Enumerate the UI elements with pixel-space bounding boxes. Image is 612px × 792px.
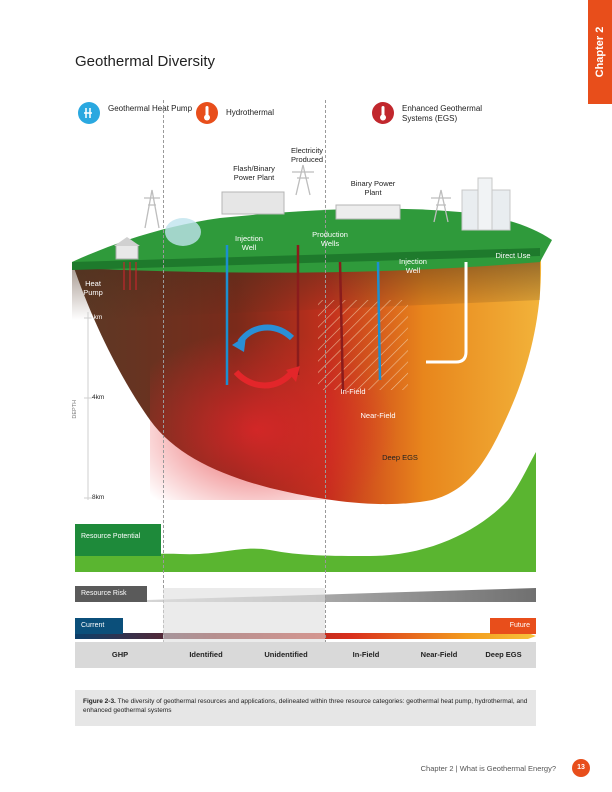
city-tower <box>477 177 493 231</box>
resource-category-row: GHP Identified Unidentified In-Field Nea… <box>75 642 536 668</box>
resource-risk-label: Resource Risk <box>75 586 147 602</box>
category-label: Geothermal Heat Pump <box>108 104 193 113</box>
pylon <box>144 189 160 229</box>
pylon <box>292 164 314 196</box>
house <box>115 244 139 260</box>
resource-category: Near-Field <box>420 650 458 659</box>
heat-pump-loop <box>123 262 137 290</box>
house-roof <box>114 237 140 246</box>
resource-category: Identified <box>189 650 223 659</box>
label-deep-egs: Deep EGS <box>382 453 418 462</box>
horizontal-egs-well <box>426 262 468 364</box>
circulation-arrow-red <box>233 369 295 389</box>
label-injection-well: Injection Well <box>235 234 263 252</box>
divider-hydrothermal-egs <box>325 100 326 668</box>
resource-category: Unidentified <box>264 650 308 659</box>
depth-axis-label: DEPTH <box>71 399 78 419</box>
resource-potential-area <box>75 452 536 572</box>
divider-ghp-hydrothermal <box>163 100 164 668</box>
resource-potential-label: Resource Potential <box>81 533 141 540</box>
label-near-field: Near-Field <box>360 411 396 420</box>
binary-plant <box>335 204 401 220</box>
heat-pump-icon <box>78 102 100 124</box>
label-hot-spring: Hot Spring <box>177 198 199 216</box>
depth-tick-label: 1km <box>90 314 103 321</box>
resource-category: GHP <box>111 650 129 659</box>
injection-well <box>376 261 382 381</box>
arrow-head-blue <box>232 336 246 352</box>
label-production-wells: Production Wells <box>312 230 348 248</box>
label-direct-use: Direct Use <box>495 251 531 260</box>
category-label: Enhanced Geothermal Systems (EGS) <box>402 104 483 123</box>
thermometer-icon <box>372 102 394 124</box>
resource-potential-band <box>75 524 161 556</box>
pylon <box>431 189 451 223</box>
depth-tick-label: 8km <box>92 494 105 501</box>
label-heat-pump: Heat Pump <box>83 279 103 297</box>
page-number: 13 <box>572 759 590 777</box>
caption-text: The diversity of geothermal resources an… <box>83 698 528 714</box>
hydrothermal-shade <box>163 588 325 642</box>
flash-binary-plant <box>221 191 285 215</box>
egs-fracture-zone <box>318 300 408 390</box>
future-label: Future <box>490 618 536 634</box>
arrow-head-red <box>286 366 300 382</box>
thermometer-icon <box>196 102 218 124</box>
figure-caption: Figure 2-3. The diversity of geothermal … <box>75 690 536 726</box>
grass-edge <box>72 248 540 270</box>
label-in-field: In-Field <box>340 387 366 396</box>
resource-category: Deep EGS <box>485 650 522 659</box>
page-title: Geothermal Diversity <box>75 53 216 70</box>
depth-tick-label: 4km <box>92 394 105 401</box>
label-binary-plant: Binary Power Plant <box>350 179 396 197</box>
label-electricity-produced: Electricity Produced <box>290 146 324 164</box>
category-label: Hydrothermal <box>226 108 275 117</box>
hot-spring-steam <box>165 218 201 246</box>
chapter-tab: Chapter 2 <box>588 0 612 104</box>
footer-text: Chapter 2 | What is Geothermal Energy? <box>420 764 556 773</box>
production-well <box>338 261 345 393</box>
resource-category: In-Field <box>352 650 380 659</box>
label-flash-binary-plant: Flash/Binary Power Plant <box>233 164 275 182</box>
current-label: Current <box>75 618 123 634</box>
label-injection-well: Injection Well <box>399 257 427 275</box>
figure-number: Figure 2-3. <box>83 698 116 705</box>
